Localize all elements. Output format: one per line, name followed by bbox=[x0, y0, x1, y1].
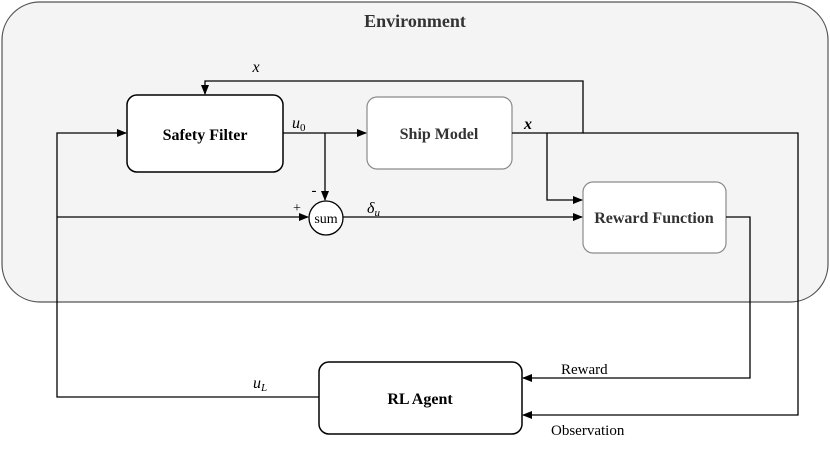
u0-main: u bbox=[292, 115, 300, 132]
uL-label: uL bbox=[253, 375, 267, 394]
observation-label: Observation bbox=[551, 423, 625, 439]
x-feedback-wire bbox=[201, 80, 584, 134]
observation-wire bbox=[522, 132, 799, 419]
safety-filter-label: Safety Filter bbox=[163, 127, 248, 144]
x-top-label: x bbox=[251, 59, 259, 76]
reward-wire bbox=[522, 216, 751, 382]
reward-function-label: Reward Function bbox=[594, 210, 714, 227]
rl-agent-block bbox=[318, 361, 523, 435]
uL-subscript: L bbox=[260, 382, 267, 394]
u0-label: u0 bbox=[292, 115, 306, 134]
u0-subscript: 0 bbox=[300, 122, 306, 134]
rl-agent-label: RL Agent bbox=[387, 391, 453, 408]
x-to-reward-wire bbox=[546, 133, 583, 204]
x-right-label: x bbox=[523, 116, 532, 133]
plus-sign: + bbox=[293, 201, 301, 216]
environment-title: Environment bbox=[364, 11, 466, 31]
delta-main: δ bbox=[367, 200, 375, 217]
minus-sign: - bbox=[312, 183, 317, 199]
delta-u-label: δu bbox=[367, 200, 380, 219]
uL-main: u bbox=[253, 375, 261, 392]
delta-subscript: u bbox=[374, 207, 380, 219]
sum-label: sum bbox=[314, 212, 337, 227]
ship-model-label: Ship Model bbox=[400, 126, 479, 143]
reward-label: Reward bbox=[561, 362, 608, 378]
sum-junction bbox=[308, 200, 344, 236]
uL-to-filter-wire bbox=[56, 129, 319, 398]
